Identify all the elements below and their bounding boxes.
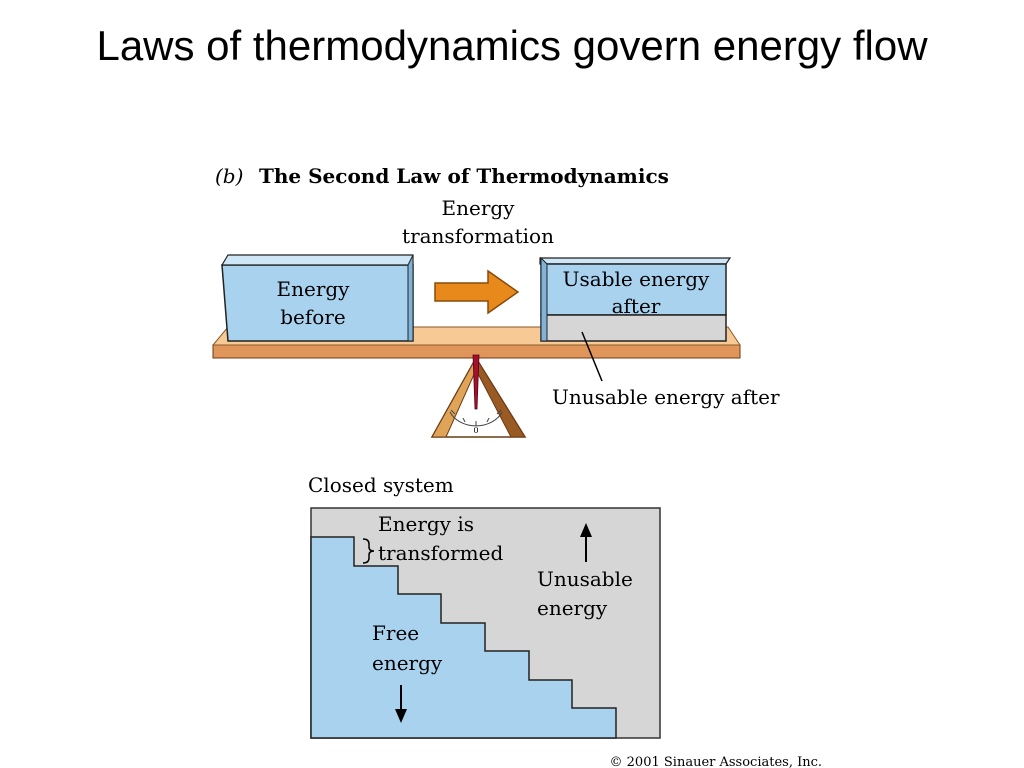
gauge-needle [472, 354, 480, 410]
closed-system-title: Closed system [308, 473, 454, 497]
up-arrow-icon [580, 523, 592, 562]
transformation-arrow [434, 269, 520, 315]
transformed-brace [362, 538, 375, 564]
unusable-energy-layer [540, 314, 727, 342]
free-energy-line2: energy [372, 651, 443, 675]
panel-title: The Second Law of Thermodynamics [259, 164, 669, 188]
closed-system-box: Energy is transformed Unusable energy Fr… [310, 507, 661, 739]
energy-before-block: Energy before [220, 254, 414, 342]
copyright-notice: © 2001 Sinauer Associates, Inc. [610, 755, 822, 768]
unusable-energy-line1: Unusable [537, 567, 633, 591]
fulcrum: 0 [430, 354, 527, 438]
transformation-label-line1: Energy [442, 196, 516, 220]
usable-energy-line1: Usable energy [563, 267, 710, 291]
energy-after-block: Usable energy after [539, 256, 732, 342]
transformation-label-line2: transformation [402, 224, 554, 248]
unusable-energy-line2: energy [537, 596, 608, 620]
usable-energy-line2: after [612, 294, 661, 318]
transformed-label-line1: Energy is [378, 512, 474, 536]
transformed-label-line2: transformed [378, 541, 503, 565]
free-energy-line1: Free [372, 621, 419, 645]
panel-letter: (b) [215, 164, 243, 188]
gauge-zero-label: 0 [473, 426, 478, 435]
down-arrow-icon [395, 685, 407, 723]
unusable-callout-label: Unusable energy after [552, 385, 780, 409]
energy-before-line2: before [280, 305, 345, 329]
unusable-callout-line [581, 331, 603, 382]
energy-before-line1: Energy [277, 277, 351, 301]
slide-title: Laws of thermodynamics govern energy flo… [96, 22, 928, 69]
free-energy-staircase [310, 536, 617, 739]
